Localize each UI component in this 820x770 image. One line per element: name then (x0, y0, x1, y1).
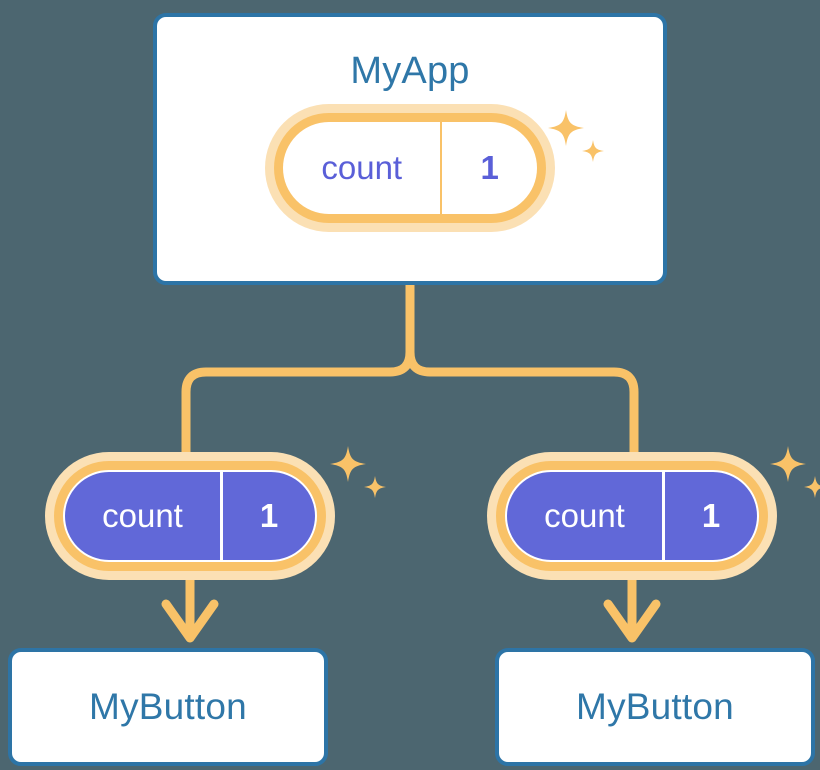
right-state-pill[interactable]: count 1 (487, 452, 777, 580)
pill-body: count 1 (283, 122, 537, 214)
pill-body: count 1 (63, 470, 317, 562)
pill-value-label: 1 (480, 149, 499, 186)
pill-key-label: count (544, 497, 625, 534)
arrow-down-icon-right (603, 578, 661, 643)
pill-value-label: 1 (701, 497, 721, 534)
mybutton-title-left: MyButton (89, 686, 247, 727)
pill-value-label: 1 (259, 497, 279, 534)
pill-key-label: count (102, 497, 183, 534)
pill-divider (440, 122, 443, 214)
mybutton-card-right[interactable]: MyButton (495, 648, 815, 766)
myapp-state-pill[interactable]: count 1 (265, 104, 555, 232)
pill-key-label: count (321, 149, 403, 186)
connector-trunk-tee-left (181, 347, 415, 457)
pill-divider (662, 472, 665, 560)
myapp-title: MyApp (350, 50, 470, 92)
left-state-pill[interactable]: count 1 (45, 452, 335, 580)
mybutton-title-right: MyButton (576, 686, 734, 727)
connector-trunk-tee (405, 280, 639, 457)
pill-body: count 1 (505, 470, 759, 562)
pill-divider (220, 472, 223, 560)
myapp-card[interactable]: MyApp (153, 13, 667, 285)
arrow-down-icon-left (161, 578, 219, 643)
mybutton-card-left[interactable]: MyButton (8, 648, 328, 766)
